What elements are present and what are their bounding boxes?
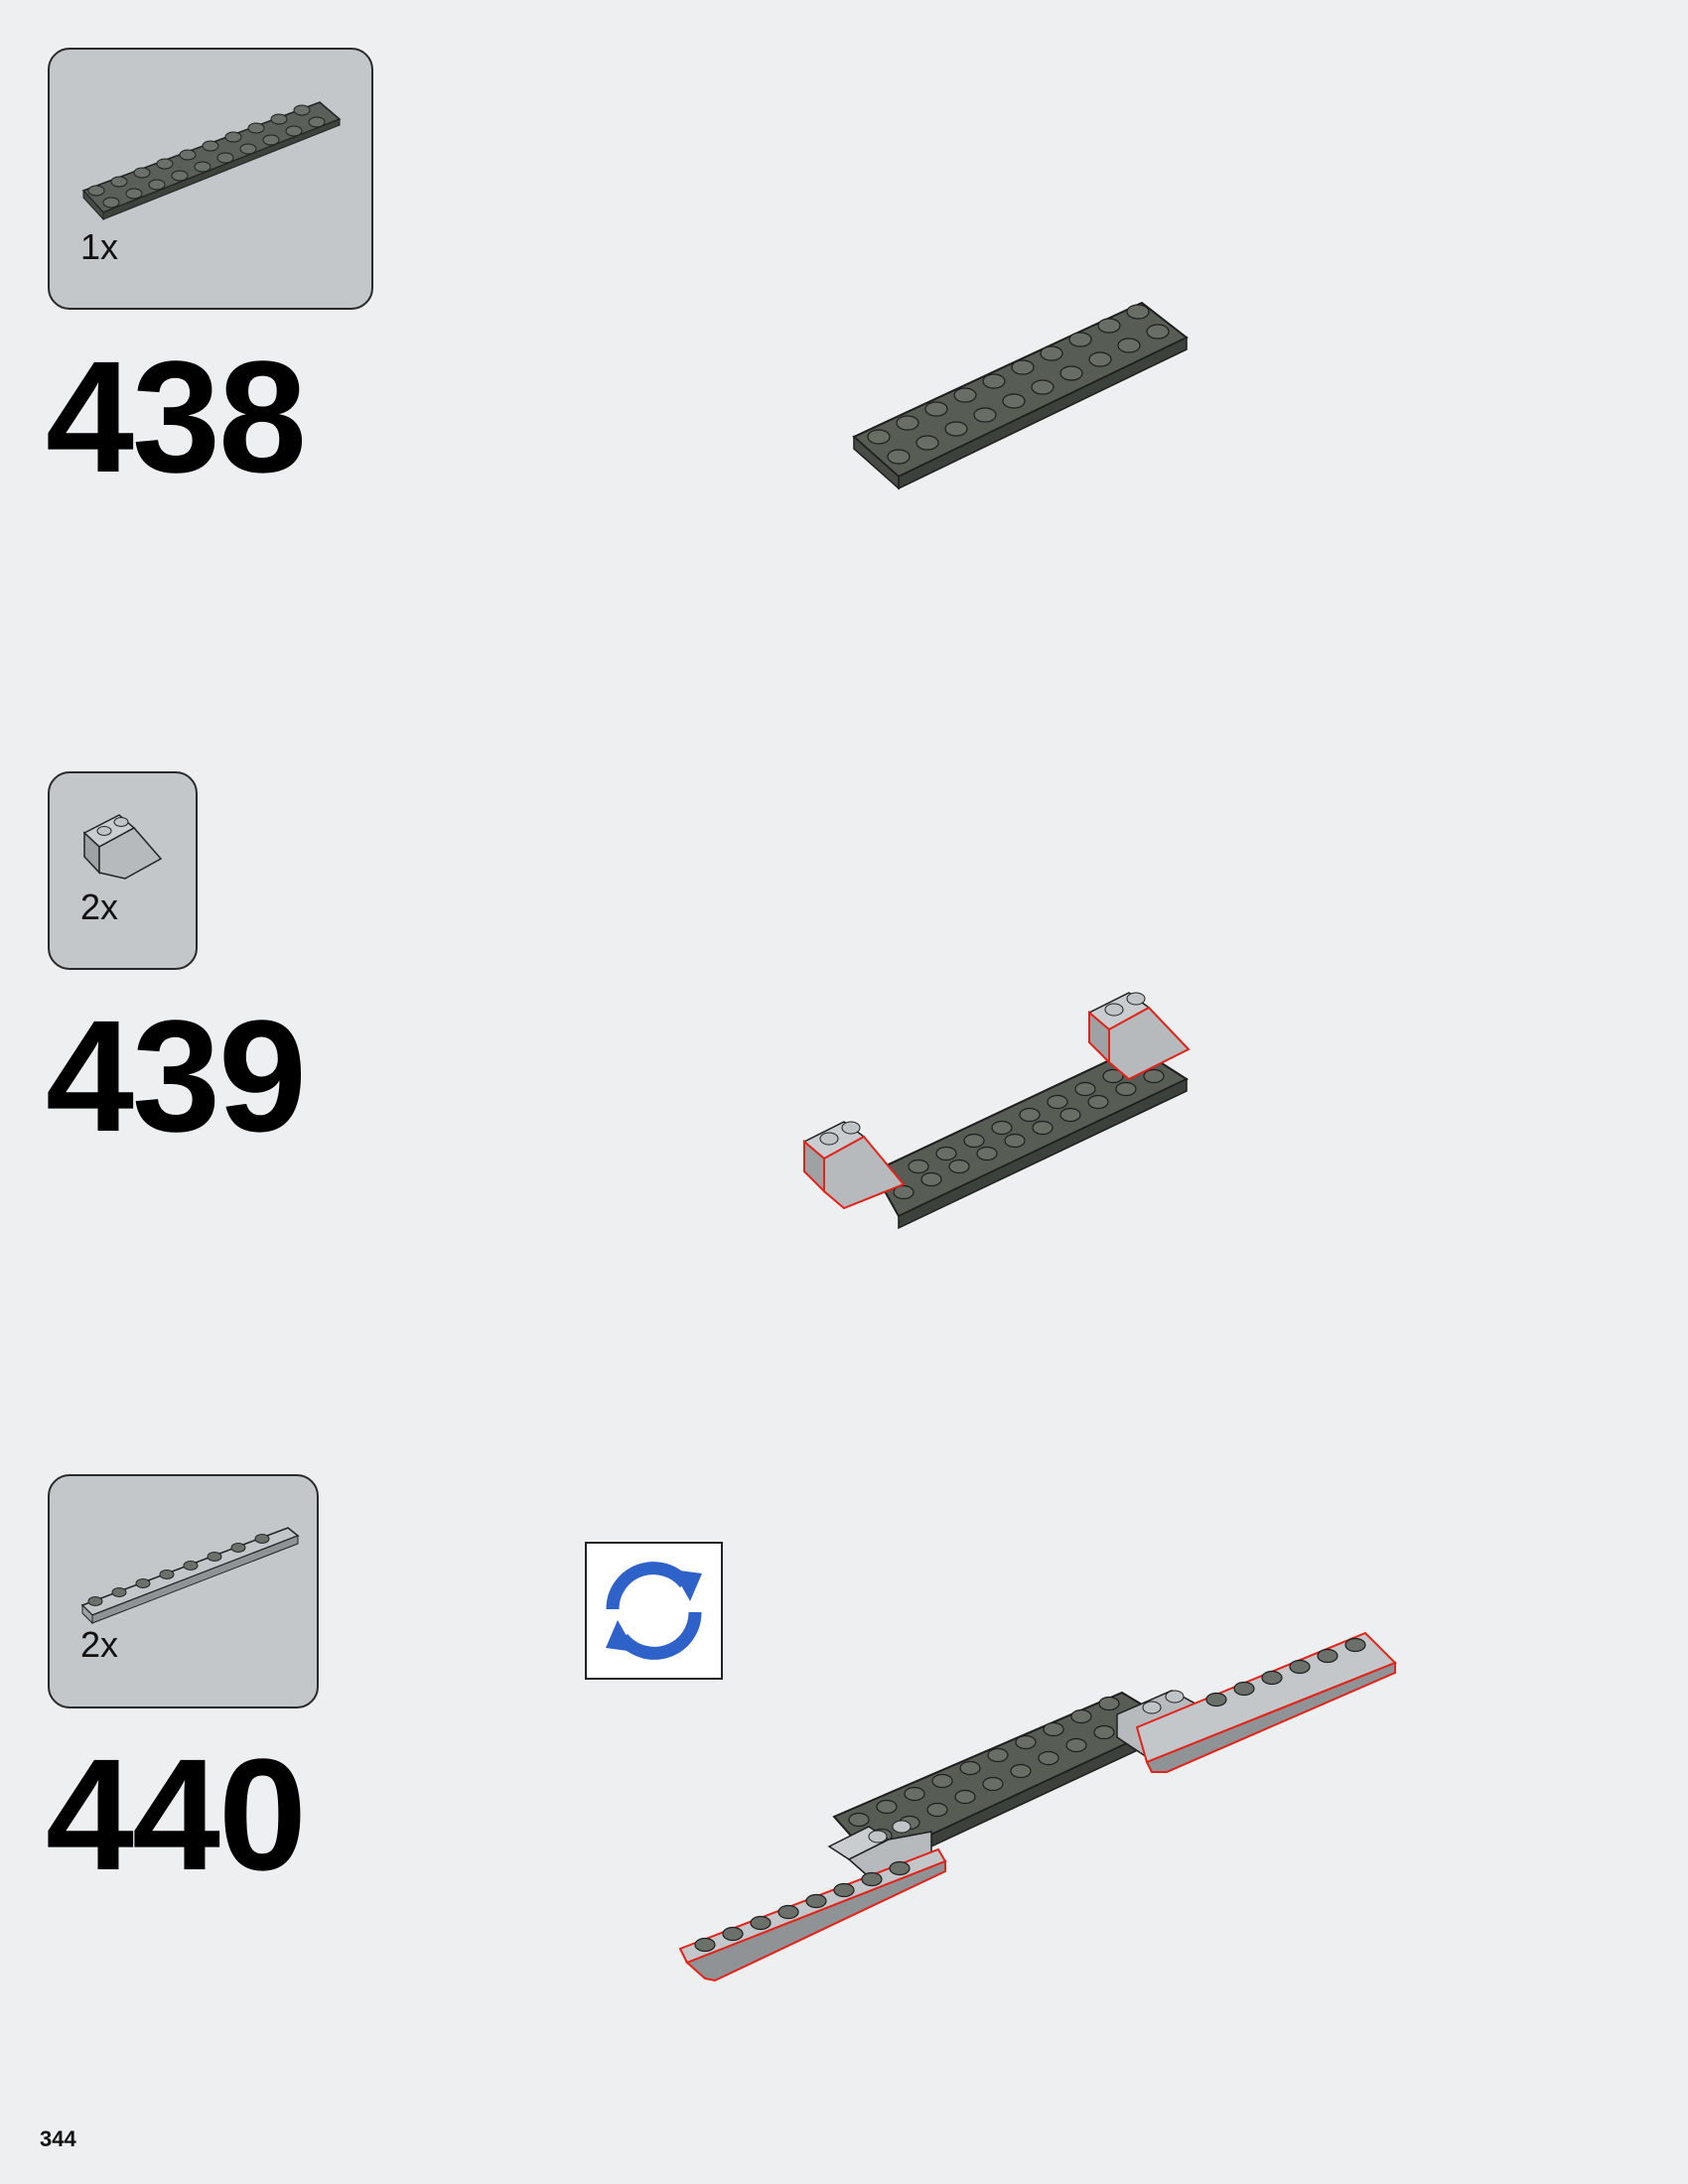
step-number: 438 bbox=[46, 328, 307, 505]
part-quantity: 1x bbox=[80, 226, 119, 267]
page-number: 344 bbox=[40, 2126, 76, 2151]
step-440-model bbox=[678, 1631, 1397, 1982]
slope-part-icon bbox=[82, 814, 163, 880]
part-quantity: 2x bbox=[80, 1624, 119, 1665]
step-438-model bbox=[852, 301, 1189, 490]
step-439-model bbox=[802, 992, 1191, 1230]
dark-plate-part-icon bbox=[81, 101, 342, 221]
step-number: 439 bbox=[46, 987, 307, 1164]
parts-callout-439: 2x bbox=[48, 771, 198, 970]
step-number: 440 bbox=[46, 1725, 307, 1903]
rotate-model-callout bbox=[585, 1542, 723, 1680]
rotate-model-icon bbox=[606, 1562, 702, 1660]
rail-plate-part-icon bbox=[80, 1527, 300, 1625]
parts-callout-440: 2x bbox=[48, 1474, 319, 1708]
parts-callout-438: 1x bbox=[48, 48, 373, 310]
part-quantity: 2x bbox=[80, 887, 119, 927]
